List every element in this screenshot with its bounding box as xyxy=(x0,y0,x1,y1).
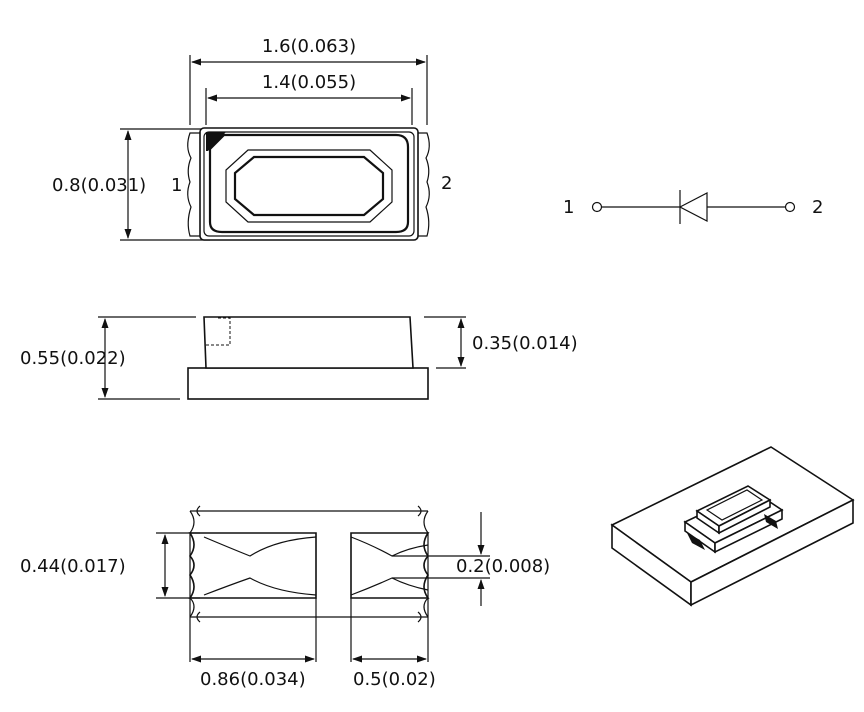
schematic-pin-1-label: 1 xyxy=(563,197,574,218)
dim-gap-height-label: 0.2(0.008) xyxy=(456,556,550,577)
top-view: 1.6(0.063) 1.4(0.055) 0.8(0.031) 1 2 xyxy=(52,36,452,241)
dim-gap-width-label: 0.5(0.02) xyxy=(353,669,436,690)
side-view: 0.55(0.022) 0.35(0.014) xyxy=(20,316,578,400)
dim-total-height-label: 0.55(0.022) xyxy=(20,348,126,369)
left-pad xyxy=(188,532,317,599)
dim-height: 0.8(0.031) xyxy=(52,130,146,239)
dim-gap-width: 0.5(0.02) xyxy=(352,655,436,690)
dim-height-label: 0.8(0.031) xyxy=(52,175,146,196)
top-pin-2-label: 2 xyxy=(441,173,452,194)
top-pin-1-label: 1 xyxy=(171,175,182,196)
dim-width-outer: 1.6(0.063) xyxy=(191,36,426,66)
dim-pad-width-label: 0.86(0.034) xyxy=(200,669,306,690)
isometric-view xyxy=(610,446,855,607)
dim-gap-height: 0.2(0.008) xyxy=(456,512,550,606)
schematic-pin-2-label: 2 xyxy=(812,197,823,218)
pad-view: 0.44(0.017) 0.2(0.008) 0.86(0.034) 0.5(0… xyxy=(20,505,550,690)
dim-body-height-label: 0.35(0.014) xyxy=(472,333,578,354)
dim-total-height: 0.55(0.022) xyxy=(20,318,126,398)
right-pad xyxy=(350,532,430,599)
dim-width-inner-label: 1.4(0.055) xyxy=(262,72,356,93)
led-3d xyxy=(683,485,784,554)
diode-schematic: 1 2 xyxy=(563,190,823,224)
dim-width-outer-label: 1.6(0.063) xyxy=(262,36,356,57)
dim-width-inner: 1.4(0.055) xyxy=(207,72,411,102)
dim-pad-height: 0.44(0.017) xyxy=(20,534,169,597)
dim-pad-width: 0.86(0.034) xyxy=(191,655,315,690)
dim-pad-height-label: 0.44(0.017) xyxy=(20,556,126,577)
dim-body-height: 0.35(0.014) xyxy=(457,318,578,367)
